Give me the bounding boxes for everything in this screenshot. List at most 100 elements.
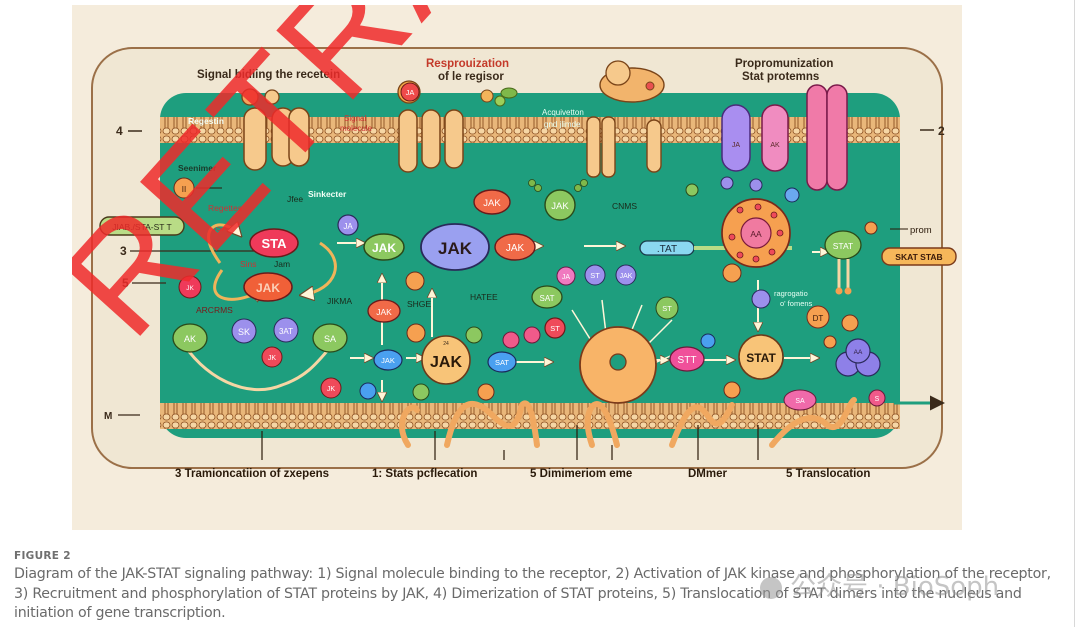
label-proprounization: Propromunization (735, 58, 833, 70)
marker-5: 5 (122, 276, 129, 290)
node-sk-label: SK (238, 327, 250, 337)
node-sta: STA (249, 228, 299, 258)
node-stat-big: STAT (738, 334, 784, 380)
node-sta-label: STA (261, 236, 287, 251)
node-stt-pink: STT (669, 346, 705, 372)
node-sat-green-label: SAT (540, 294, 555, 303)
node-jak-top-right-label: JAK (620, 273, 633, 280)
node-aa-core-label: AA (750, 229, 762, 239)
node-jak-mid-red-label: JAK (376, 307, 392, 317)
left-pill-badge: JIAB./STA-ST T (99, 216, 185, 236)
node-aa-cluster: AA (835, 338, 881, 377)
label-resprouization: Resprouization (426, 58, 509, 70)
loop-arrow-right (302, 241, 337, 295)
node-jak-big-purple-label: JAK (438, 239, 473, 258)
node-jak-green-top-label: JAK (551, 201, 569, 212)
bottom-label-2: 1: Stats pcflecation (372, 468, 477, 480)
node-sat-green: SAT (531, 285, 563, 309)
label-jfee: Jfee (287, 194, 303, 204)
node-donut-complex (571, 299, 685, 404)
node-jk-2-label: JK (327, 386, 336, 393)
node-st-red-label: ST (550, 324, 560, 333)
node-jk-2: JK (320, 377, 342, 399)
account-watermark: 公众号 · BioSoph (760, 566, 999, 603)
node-jak-orange-top: JAK (473, 189, 511, 215)
node-jak-orange-mid: JAK (494, 233, 536, 261)
loop-arrow-left (207, 225, 240, 264)
node-ii: II (173, 177, 222, 199)
marker-m: M (104, 411, 112, 422)
node-jak-big-orange: 24 JAK (421, 335, 471, 385)
node-sa-right-label: SA (324, 334, 336, 344)
node-ii-label: II (182, 185, 186, 194)
node-jak-top-right: JAK (615, 264, 637, 286)
label-jsak: JSAK (212, 223, 234, 233)
label-prom: prom (910, 225, 932, 236)
decorative-molecules (359, 176, 878, 401)
page-edge-divider (1074, 0, 1075, 627)
node-jk-3: JK (178, 275, 202, 299)
node-dt: DT (806, 305, 830, 329)
transmembrane-coils (399, 397, 857, 448)
node-sk: SK (231, 318, 257, 344)
node-sat-blue: SAT (487, 351, 517, 373)
bottom-label-4: DMmer (688, 468, 728, 480)
label-arcrms: ARCRMS (196, 305, 233, 315)
node-jak-red-label: JAK (256, 281, 280, 295)
node-aa-core: AA (721, 198, 791, 268)
figure-image: Signal bidiing the recetein Resprouizati… (72, 5, 962, 530)
node-sat-3-label: 3AT (279, 327, 293, 336)
right-pill-text: SKAT STAB (895, 252, 942, 262)
node-sat-blue-label: SAT (495, 358, 509, 367)
node-st-green-label: ST (662, 304, 672, 313)
figure-label: FIGURE 2 (14, 550, 71, 562)
bottom-label-1: 3 Tramioncatiion of zxepens (175, 468, 329, 480)
node-jak-blue: JAK (373, 349, 403, 371)
node-stat-green: STAT (824, 230, 862, 295)
label-acquivetton: Acquivetton (542, 108, 584, 117)
label-signal-molecule: Signal (344, 114, 366, 123)
label-sinkecter: Sinkecter (308, 189, 347, 199)
marker-2: 2 (938, 124, 945, 138)
node-dt-label: DT (813, 314, 824, 323)
node-sat-3: 3AT (273, 317, 299, 343)
node-ja-purple-label: JA (343, 222, 353, 231)
label-seenimer: Seenimer (178, 163, 217, 173)
receptor-group-center (586, 60, 665, 178)
label-ragrogatio: ragrogatio (774, 289, 808, 298)
receptor-group-left (241, 88, 310, 171)
account-watermark-text: 公众号 · BioSoph (790, 572, 1000, 602)
label-hatee: HATEE (470, 292, 498, 302)
node-stt-pink-label: STT (678, 355, 697, 366)
node-st-purple: ST (584, 264, 606, 286)
node-tat-pill-label: .TAT (657, 244, 677, 255)
node-ja-top: JA (400, 82, 420, 102)
label-resprouization-2: of le regisor (438, 71, 504, 83)
linker-curve (178, 337, 339, 391)
node-stat-big-label: STAT (746, 351, 776, 365)
label-shge: SHGE (407, 299, 431, 309)
label-signal-binding: Signal bidiing the recetein (197, 69, 340, 81)
label-regettes: Regettes (208, 203, 242, 213)
node-ja-purple: JA (337, 214, 359, 236)
node-jak-green-label: JAK (372, 241, 396, 255)
label-jam: Jam (274, 259, 290, 269)
label-ragrogatio-2: o' fomens (780, 299, 813, 308)
node-ja-top-label: JA (406, 88, 415, 97)
label-stat-proteins: Stat protemns (742, 71, 819, 83)
node-st-purple-label: ST (590, 271, 600, 280)
node-ak-left: AK (172, 323, 208, 353)
node-s-small: S (868, 389, 886, 407)
bottom-leader-lines (261, 425, 759, 460)
node-jk-3-label: JK (186, 285, 194, 292)
label-signal-molecule-2: molecule (340, 124, 373, 133)
left-pill-text: JIAB./STA-ST T (112, 222, 172, 232)
node-st-green: ST (655, 296, 679, 320)
node-jak-big-orange-label: JAK (430, 354, 462, 371)
node-jk-1: JK (261, 346, 283, 368)
node-jk-1-label: JK (268, 355, 277, 362)
right-pill-badge: SKAT STAB (881, 247, 957, 266)
cytoplasm-region (160, 93, 900, 438)
bottom-label-3: 5 Dimimeriom eme (530, 468, 632, 480)
label-acquivetton-2: gnd jlimde (544, 120, 581, 129)
